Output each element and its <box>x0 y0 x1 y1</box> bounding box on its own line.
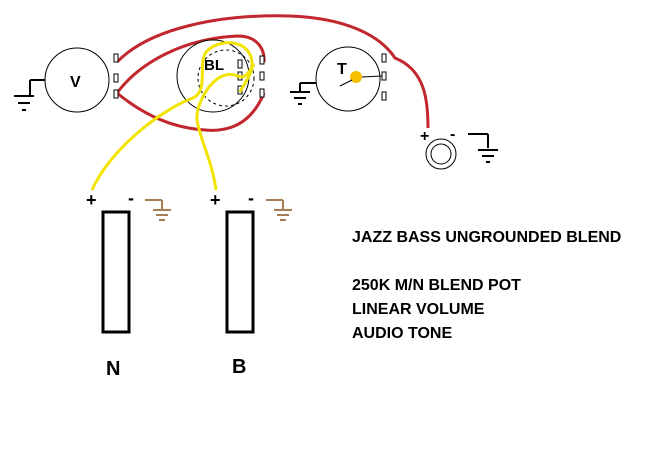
tone-lug-1 <box>381 53 387 63</box>
bridge-pickup: + - B <box>210 188 292 378</box>
tone-cap-lead <box>339 79 353 87</box>
blend-lug-6 <box>259 88 265 98</box>
volume-lug-3 <box>113 89 119 99</box>
output-jack: + - <box>420 126 498 170</box>
neck-pickup-body <box>101 210 131 334</box>
red-wires <box>115 14 430 132</box>
jack-plus: + <box>420 128 429 145</box>
neck-pickup-label: N <box>106 358 120 380</box>
blend-lug-4 <box>259 55 265 65</box>
neck-pickup: + - N <box>86 188 171 380</box>
tone-pot-label: T <box>337 61 347 78</box>
bridge-pickup-body <box>225 210 255 334</box>
tone-lug-3 <box>381 91 387 101</box>
volume-lug-1 <box>113 53 119 63</box>
volume-pot-label: V <box>70 74 81 91</box>
bridge-to-blend-wire <box>195 63 256 191</box>
ground-symbol-icon <box>153 209 171 221</box>
neck-pickup-plus: + <box>86 190 97 210</box>
note-blend-pot: 250K M/N BLEND POT <box>352 277 521 294</box>
volume-to-tone-jack-wire <box>115 14 430 129</box>
ground-symbol-icon <box>290 91 310 105</box>
output-jack-icon <box>425 138 457 170</box>
yellow-wires <box>90 41 256 191</box>
ground-symbol-icon <box>478 149 498 163</box>
tone-pot-body <box>315 46 381 112</box>
volume-to-blend-upper-wire <box>115 34 266 94</box>
jack-minus: - <box>450 126 455 143</box>
bridge-pickup-plus: + <box>210 190 221 210</box>
bridge-pickup-label: B <box>232 356 246 378</box>
blend-lug-1 <box>237 59 243 69</box>
blend-pot: BL <box>176 39 265 113</box>
blend-pot-label: BL <box>204 57 224 74</box>
ground-symbol-icon <box>274 209 292 221</box>
tone-capacitor <box>350 71 362 83</box>
diagram-title: JAZZ BASS UNGROUNDED BLEND <box>352 229 622 246</box>
volume-to-blend-lower-wire <box>116 91 266 132</box>
ground-symbol-icon <box>14 95 34 111</box>
note-volume: LINEAR VOLUME <box>352 301 485 318</box>
bridge-pickup-minus: - <box>248 188 254 208</box>
tone-lug-2 <box>381 71 387 81</box>
tone-pot: T <box>290 46 387 112</box>
note-tone: AUDIO TONE <box>352 325 453 342</box>
volume-lug-2 <box>113 73 119 83</box>
blend-lug-5 <box>259 71 265 81</box>
volume-pot: V <box>14 47 119 113</box>
neck-pickup-minus: - <box>128 188 134 208</box>
blend-pot-inner-arc <box>197 49 255 107</box>
